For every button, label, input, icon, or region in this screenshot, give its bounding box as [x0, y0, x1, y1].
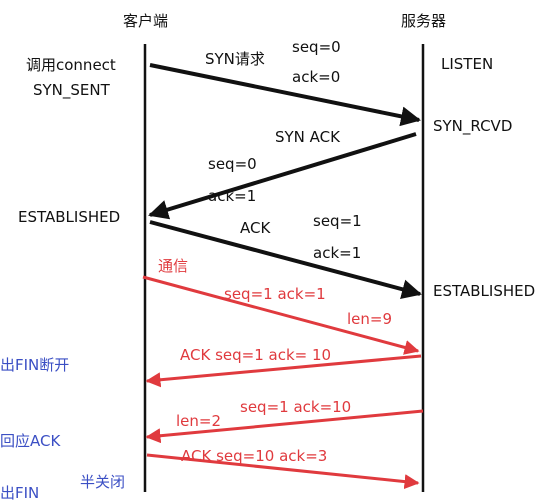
data2-arrow [145, 409, 424, 444]
syn-ack-value: ack=0 [292, 68, 341, 86]
syn-ack-label: SYN ACK [275, 128, 340, 146]
client-send-fin-label: 出FIN断开 [0, 356, 70, 374]
data-ack-arrow [145, 354, 422, 388]
server-header: 服务器 [401, 12, 447, 30]
syn-label: SYN请求 [205, 50, 265, 68]
data-ack-label: ACK seq=1 ack= 10 [180, 346, 332, 364]
syn-seq: seq=0 [292, 38, 341, 56]
client-header: 客户端 [123, 12, 169, 30]
client-ack-reply-label: 回应ACK [0, 432, 61, 450]
ack-arrow [149, 220, 422, 300]
client-send-fin-label-2: 出FIN [0, 484, 40, 502]
server-state-syn-rcvd: SYN_RCVD [433, 117, 513, 135]
server-state-listen: LISTEN [441, 55, 494, 73]
syn-ack-seq: seq=0 [208, 155, 257, 173]
client-state-established: ESTABLISHED [18, 208, 121, 226]
ack-seq: seq=1 [313, 212, 362, 230]
data-seq-ack: seq=1 ack=1 [224, 285, 326, 303]
data2-len: len=2 [176, 412, 222, 430]
data-arrow [142, 275, 420, 355]
fin-ack-label: ACK seq=10 ack=3 [181, 447, 328, 465]
half-close-label: 半关闭 [80, 473, 126, 491]
data2-seq-ack: seq=1 ack=10 [240, 398, 352, 416]
ack-label: ACK [240, 219, 271, 237]
client-state-syn-sent: SYN_SENT [33, 81, 110, 99]
syn-arrow [149, 63, 421, 127]
syn-ack-arrow [148, 132, 417, 220]
fin-ack-arrow [146, 453, 420, 490]
data-len: len=9 [347, 310, 393, 328]
server-state-established: ESTABLISHED [433, 282, 536, 300]
client-call-connect: 调用connect [26, 56, 116, 74]
ack-ack: ack=1 [313, 244, 362, 262]
data-label: 通信 [158, 257, 189, 275]
syn-ack-ack: ack=1 [208, 187, 257, 205]
